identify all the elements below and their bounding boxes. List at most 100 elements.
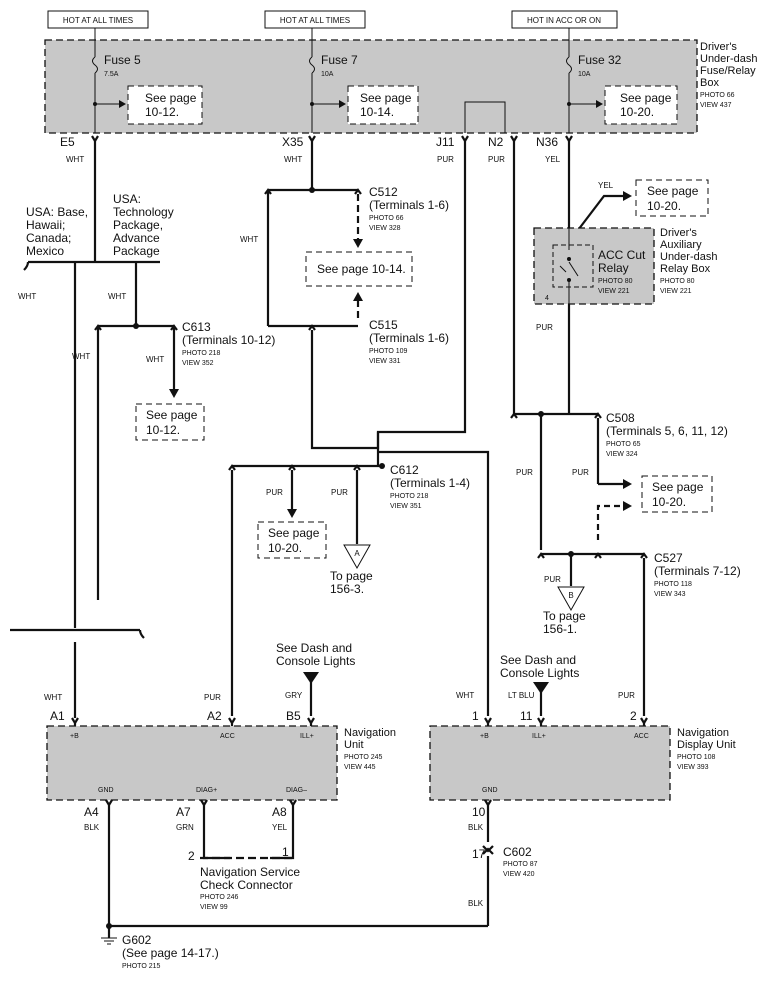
svg-text:10A: 10A xyxy=(321,71,334,78)
svg-text:PUR: PUR xyxy=(437,155,454,164)
svg-text:10-12.: 10-12. xyxy=(145,105,179,119)
svg-text:+B: +B xyxy=(480,733,489,740)
svg-text:156-3.: 156-3. xyxy=(330,582,364,596)
svg-text:VIEW 437: VIEW 437 xyxy=(700,102,732,109)
svg-text:C512: C512 xyxy=(369,185,398,199)
svg-text:DIAG–: DIAG– xyxy=(286,787,307,794)
service-check-wires: A7 GRN A8 YEL 2 1 Navigation Service Che… xyxy=(176,799,300,911)
svg-text:Relay Box: Relay Box xyxy=(660,263,711,275)
svg-text:(Terminals 5, 6, 11, 12): (Terminals 5, 6, 11, 12) xyxy=(606,424,728,438)
svg-text:Navigation: Navigation xyxy=(344,727,396,739)
svg-text:Relay: Relay xyxy=(598,261,629,275)
svg-text:PHOTO 87: PHOTO 87 xyxy=(503,861,538,868)
svg-text:10: 10 xyxy=(472,805,486,819)
supply-label-2: HOT AT ALL TIMES xyxy=(264,10,366,29)
svg-text:(Terminals 7-12): (Terminals 7-12) xyxy=(654,564,741,578)
svg-text:A4: A4 xyxy=(84,805,99,819)
svg-text:B5: B5 xyxy=(286,709,301,723)
svg-text:GND: GND xyxy=(482,787,498,794)
svg-text:Hawaii;: Hawaii; xyxy=(26,218,65,232)
svg-text:Box: Box xyxy=(700,77,719,89)
svg-text:10-20.: 10-20. xyxy=(652,495,686,509)
wire-n2: PUR xyxy=(488,135,518,414)
svg-text:Navigation: Navigation xyxy=(677,727,729,739)
dash-lights-nav: See Dash and Console Lights GRY xyxy=(276,641,355,716)
ground-g602: G602 (See page 14-17.) PHOTO 215 xyxy=(101,923,219,970)
svg-text:Mexico: Mexico xyxy=(26,244,64,258)
svg-text:BLK: BLK xyxy=(468,823,484,832)
svg-text:PHOTO 66: PHOTO 66 xyxy=(700,92,735,99)
svg-text:PUR: PUR xyxy=(516,468,533,477)
svg-text:WHT: WHT xyxy=(44,693,62,702)
svg-text:B: B xyxy=(568,591,573,600)
display-ground: 10 BLK 17 C602 PHOTO 87 VIEW 420 BLK xyxy=(109,799,538,928)
svg-text:PHOTO 109: PHOTO 109 xyxy=(369,348,407,355)
svg-text:Unit: Unit xyxy=(344,739,364,751)
svg-text:Under-dash: Under-dash xyxy=(700,53,757,65)
svg-text:A7: A7 xyxy=(176,805,191,819)
svg-text:10-20.: 10-20. xyxy=(647,199,681,213)
svg-text:HOT AT ALL TIMES: HOT AT ALL TIMES xyxy=(280,16,350,25)
svg-text:+B: +B xyxy=(70,733,79,740)
svg-text:10-20.: 10-20. xyxy=(268,541,302,555)
svg-text:10-20.: 10-20. xyxy=(620,105,654,119)
svg-text:PHOTO 80: PHOTO 80 xyxy=(598,278,633,285)
svg-text:17: 17 xyxy=(472,847,486,861)
svg-text:VIEW 393: VIEW 393 xyxy=(677,764,709,771)
svg-text:G602: G602 xyxy=(122,933,152,947)
svg-text:PHOTO 245: PHOTO 245 xyxy=(344,754,382,761)
svg-text:PUR: PUR xyxy=(266,488,283,497)
fuse-32: Fuse 32 10A See page 10-20. xyxy=(566,40,678,133)
svg-text:VIEW 331: VIEW 331 xyxy=(369,358,401,365)
svg-text:Technology: Technology xyxy=(113,205,174,219)
svg-text:C527: C527 xyxy=(654,551,683,565)
svg-text:WHT: WHT xyxy=(66,155,84,164)
svg-text:ILL+: ILL+ xyxy=(532,733,546,740)
svg-text:YEL: YEL xyxy=(598,181,614,190)
c612-splice: PUR See page 10-20. PUR A To page 156-3.… xyxy=(228,463,470,716)
svg-text:VIEW 221: VIEW 221 xyxy=(660,288,692,295)
relay-box: 4 ACC Cut Relay PHOTO 80 VIEW 221 Driver… xyxy=(533,227,717,305)
svg-text:Under-dash: Under-dash xyxy=(660,251,717,263)
svg-text:PUR: PUR xyxy=(536,323,553,332)
svg-text:DIAG+: DIAG+ xyxy=(196,787,217,794)
svg-text:A1: A1 xyxy=(50,709,65,723)
svg-text:C613: C613 xyxy=(182,320,211,334)
wire-e5: WHT USA: Base, Hawaii; Canada; Mexico US… xyxy=(10,135,275,718)
svg-text:GND: GND xyxy=(98,787,114,794)
svg-text:GRN: GRN xyxy=(176,823,194,832)
svg-text:ACC Cut: ACC Cut xyxy=(598,248,646,262)
supply-label-3: HOT IN ACC OR ON xyxy=(511,10,618,29)
svg-text:HOT AT ALL TIMES: HOT AT ALL TIMES xyxy=(63,16,133,25)
supply-label-1: HOT AT ALL TIMES xyxy=(47,10,149,29)
svg-text:Advance: Advance xyxy=(113,231,160,245)
svg-text:Canada;: Canada; xyxy=(26,231,71,245)
svg-text:USA: Base,: USA: Base, xyxy=(26,205,88,219)
c508-splice: PUR PUR See page 10-20. C508 (Terminals … xyxy=(510,411,728,550)
svg-text:WHT: WHT xyxy=(456,691,474,700)
svg-text:See Dash and: See Dash and xyxy=(276,641,352,655)
svg-text:Fuse 5: Fuse 5 xyxy=(104,53,141,67)
svg-text:PUR: PUR xyxy=(488,155,505,164)
svg-text:PUR: PUR xyxy=(618,691,635,700)
svg-text:PHOTO 218: PHOTO 218 xyxy=(182,350,220,357)
svg-text:11: 11 xyxy=(520,709,533,723)
fuse-relay-box: Fuse 5 7.5A See page 10-12. Fuse 7 10A S… xyxy=(44,39,757,134)
svg-text:PHOTO 215: PHOTO 215 xyxy=(122,963,160,970)
svg-text:PHOTO 66: PHOTO 66 xyxy=(369,215,404,222)
svg-text:WHT: WHT xyxy=(18,292,36,301)
svg-text:A2: A2 xyxy=(207,709,222,723)
svg-text:See page: See page xyxy=(146,408,198,422)
svg-text:WHT: WHT xyxy=(284,155,302,164)
svg-text:To page: To page xyxy=(543,609,586,623)
svg-text:WHT: WHT xyxy=(146,355,164,364)
fuse-5: Fuse 5 7.5A See page 10-12. xyxy=(92,40,203,133)
svg-text:VIEW 343: VIEW 343 xyxy=(654,591,686,598)
svg-text:To page: To page xyxy=(330,569,373,583)
svg-text:WHT: WHT xyxy=(108,292,126,301)
svg-text:WHT: WHT xyxy=(72,352,90,361)
svg-text:C508: C508 xyxy=(606,411,635,425)
svg-text:BLK: BLK xyxy=(84,823,100,832)
svg-text:PHOTO 218: PHOTO 218 xyxy=(390,493,428,500)
